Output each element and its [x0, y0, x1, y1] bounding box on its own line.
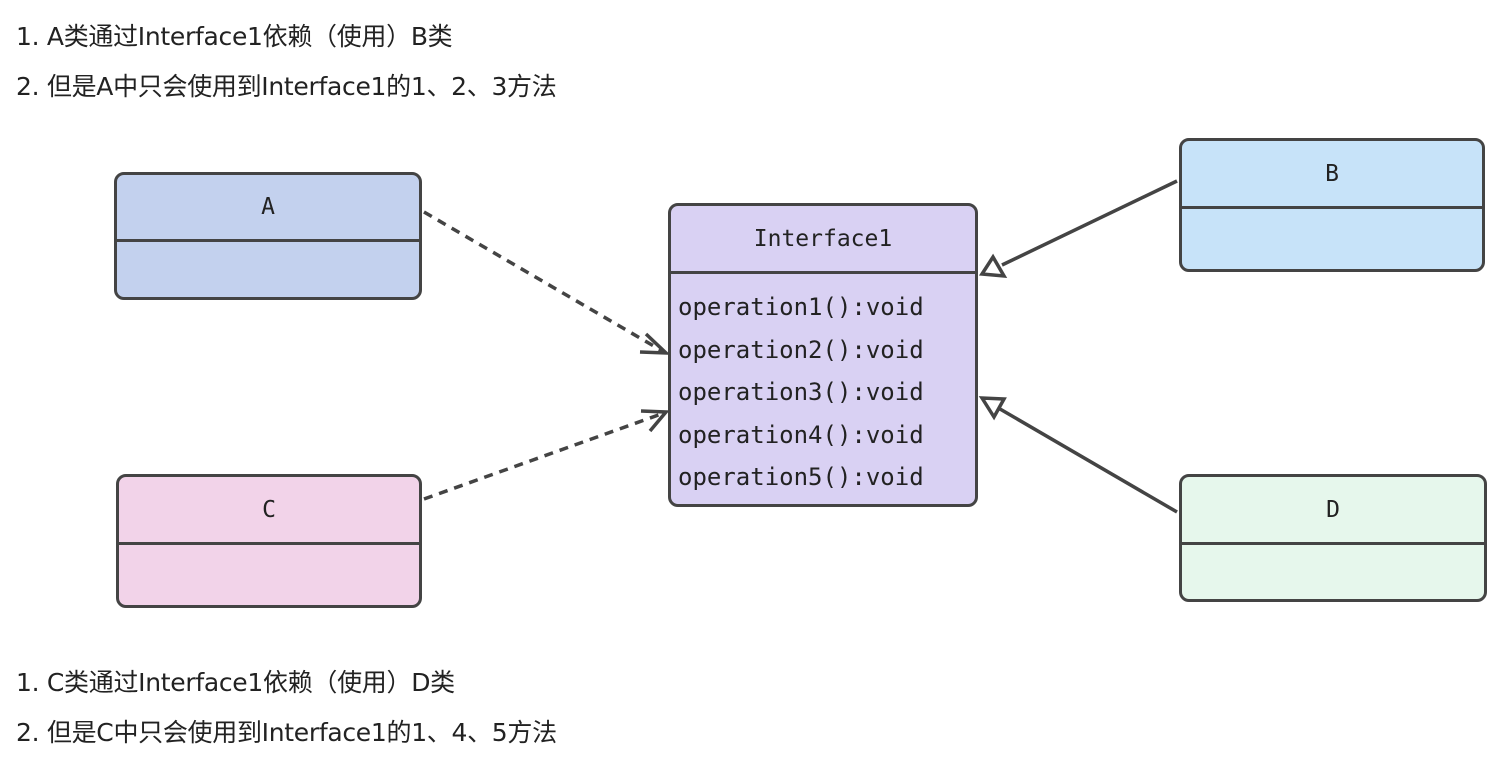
dependency-arrowhead-a — [639, 332, 671, 355]
dependency-arrowhead-c — [640, 409, 670, 433]
class-name-d: D — [1182, 477, 1484, 545]
realization-line-b — [1001, 179, 1178, 267]
class-box-d[interactable]: D — [1179, 474, 1487, 602]
class-box-a[interactable]: A — [114, 172, 422, 300]
realization-arrowhead-b — [978, 253, 1008, 279]
interface-name: Interface1 — [671, 206, 975, 274]
top-note-line-2: 2. 但是A中只会使用到Interface1的1、2、3方法 — [16, 72, 557, 101]
operation-item: operation1():void — [678, 293, 924, 321]
operation-item: operation2():void — [678, 335, 924, 364]
operation-list: operation1():void operation2():void oper… — [671, 274, 975, 499]
operation-item: operation3():void — [678, 378, 924, 406]
bottom-note-line-1: 1. C类通过Interface1依赖（使用）D类 — [16, 668, 455, 697]
class-name-c: C — [119, 477, 419, 545]
dependency-line-a — [423, 210, 665, 354]
class-name-b: B — [1182, 141, 1482, 209]
operation-item: operation5():void — [678, 463, 924, 491]
class-name-a: A — [117, 175, 419, 242]
bottom-note-line-2: 2. 但是C中只会使用到Interface1的1、4、5方法 — [16, 718, 557, 747]
operation-item: operation4():void — [678, 420, 924, 449]
interface-box[interactable]: Interface1 operation1():void operation2(… — [668, 203, 978, 507]
top-note-line-1: 1. A类通过Interface1依赖（使用）B类 — [16, 22, 453, 51]
dependency-line-c — [423, 411, 665, 501]
class-box-c[interactable]: C — [116, 474, 422, 608]
realization-line-d — [999, 407, 1178, 514]
realization-arrowhead-d — [978, 396, 1007, 421]
class-box-b[interactable]: B — [1179, 138, 1485, 272]
